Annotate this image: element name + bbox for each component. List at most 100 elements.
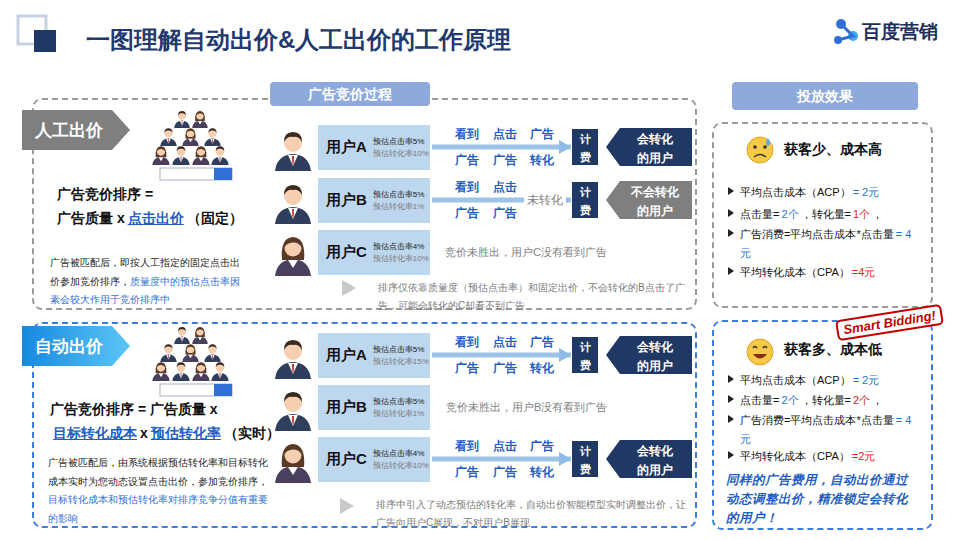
user-type-arrow: 会转化的用户 (606, 336, 692, 374)
text-group: 广告消费=平均点击成本*点击量= 4元 (728, 410, 924, 447)
node-text: 2个 (781, 208, 798, 220)
node-text: 广告竞价排序 = (57, 186, 153, 202)
manual-panel: 广告竞价排序 =广告质量 x点击出价（固定）广告被匹配后，即按人工指定的固定点击… (32, 98, 697, 310)
text-group: 广告质量 x点击出价（固定） (57, 209, 243, 228)
text-group: 人工出价 (35, 119, 103, 142)
user-avatar (275, 132, 311, 171)
section-pill: 广告竞价过程 (270, 82, 430, 106)
title: 一图理解自动出价&人工出价的工作原理 (86, 24, 511, 56)
bullet-marker (728, 187, 734, 195)
node-text: 预估点击率5% (373, 344, 429, 356)
flow-word: 广告 (493, 206, 517, 220)
node-text: 排序中引入了动态预估的转化率，自动出价智能模型实时调整出价，让广告向用户C展现，… (376, 499, 686, 528)
auto-panel: 广告竞价排序 = 广告质量 x目标转化成本x预估转化率（实时）广告被匹配后，由系… (32, 322, 697, 528)
text-group: 点击量=2个，转化量=1个， (728, 204, 924, 223)
crowd-figure (152, 327, 228, 381)
text-group: 预估点击率4%预估转化率10% (373, 448, 429, 472)
text-group: 预估点击率5%预估转化率1% (373, 189, 425, 213)
flow-word: 看到 (455, 439, 479, 453)
shape-fill (606, 181, 692, 219)
search-bar (160, 384, 232, 396)
node-text: 广告竞价排序 = 广告质量 x (50, 401, 218, 417)
node-text: 预估转化率1% (373, 201, 425, 213)
flow-word: 广告 (493, 361, 517, 375)
note-triangle (340, 498, 354, 514)
text-group: 平均点击成本（ACP）= 2元 (728, 370, 924, 389)
text-group: 获客少、成本高 (784, 140, 882, 159)
result-panel: 获客少、成本高平均点击成本（ACP）= 2元点击量=2个，转化量=1个，广告消费… (712, 122, 933, 308)
node-text: 会转化的用户 (637, 444, 673, 477)
bullet-marker (728, 267, 734, 275)
text-group: 用户B (326, 398, 367, 417)
bullet-marker (728, 375, 734, 383)
user-box: 用户B 预估点击率5%预估转化率1% (318, 178, 430, 223)
stamp: Smart Bidding! (835, 304, 944, 342)
node-text: 计费 (580, 133, 591, 163)
node-text: 目标转化成本 (53, 425, 137, 441)
text-group: 预估点击率4%预估转化率10% (373, 241, 429, 265)
shape-fill (606, 336, 692, 374)
flow-arrow (432, 353, 571, 358)
node-text: 用户C (326, 243, 367, 260)
node-text: 预估转化率10% (373, 253, 429, 265)
text-group: 平均转化成本（CPA）=2元 (728, 446, 924, 465)
node-text: 投放效果 (797, 88, 853, 104)
user-box: 用户A 预估点击率5%预估转化率15% (318, 333, 430, 378)
logo-text: 百度营销 (862, 19, 938, 45)
node-text: 计费 (580, 186, 591, 216)
user-avatar (275, 237, 311, 276)
node-text: ， (872, 394, 883, 406)
flow-word: 广告 (455, 361, 479, 375)
flow-word: 转化 (530, 465, 554, 479)
text-group: 用户A (326, 346, 367, 365)
flow-word: 广告 (493, 153, 517, 167)
node-text: （固定） (187, 210, 243, 226)
logo-icon (834, 19, 858, 44)
node-text: 排序仅依靠质量度（预估点击率）和固定出价，不会转化的B点击了广告，可能会转化的C… (378, 282, 685, 311)
user-avatar (275, 185, 311, 224)
mode-tag: 人工出价 (22, 110, 130, 150)
bullet-marker (728, 229, 734, 237)
node-text: 目标转化成本和预估转化率对排序竞争分值有重要的影响 (48, 494, 268, 524)
text-group: 目标转化成本x预估转化率（实时） (50, 424, 280, 443)
node-text: 获客少、成本高 (784, 141, 882, 157)
text-group: 广告竞价排序 = (57, 185, 153, 204)
text-group: 投放效果 (797, 87, 853, 106)
node-text: 用户A (326, 138, 367, 155)
node-text: = 2元 (853, 186, 880, 198)
user-type-arrow: 会转化的用户 (606, 128, 692, 166)
search-bar (160, 168, 232, 180)
node-text: x (140, 425, 148, 441)
flow-note: 未转化 (524, 193, 566, 207)
node-text: 广告质量 x (57, 210, 125, 226)
text-group: 点击量=2个，转化量=2个， (728, 390, 924, 409)
shape-fill (606, 128, 692, 166)
node-text: 平均转化成本（CPA） (740, 266, 850, 278)
node-text: 预估点击率5% (373, 136, 429, 148)
node-text: 用户B (326, 191, 367, 208)
text-group: 会转化的用户 (636, 440, 674, 478)
node-text: 平均转化成本（CPA） (740, 450, 850, 462)
text-group: 预估点击率5%预估转化率1% (373, 396, 425, 420)
sad-face (747, 137, 773, 163)
note-triangle (342, 280, 356, 296)
text-group: 获客多、成本低 (784, 340, 882, 359)
flow-word: 看到 (455, 335, 479, 349)
flow-word: 看到 (455, 127, 479, 141)
user-type-arrow: 会转化的用户 (606, 440, 692, 478)
user-avatar (275, 340, 311, 379)
node-text: 同样的广告费用，自动出价通过动态调整出价，精准锁定会转化的用户！ (726, 473, 908, 525)
node-text: 点击出价 (128, 210, 184, 226)
text-group: 广告消费=平均点击成本*点击量= 4元 (728, 224, 924, 261)
corner-mark (34, 30, 56, 52)
node-text: （实时） (224, 425, 280, 441)
node-text: ， (872, 208, 883, 220)
flow-word: 广告 (455, 206, 479, 220)
user-box: 用户C 预估点击率4%预估转化率10% (318, 230, 430, 275)
node-text: 预估转化率1% (373, 408, 425, 420)
node-text: 预估点击率5% (373, 396, 425, 408)
node-text: 预估转化率15% (373, 356, 429, 368)
node-text: 计费 (580, 341, 591, 371)
flow-arrow (432, 145, 571, 150)
flow-word: 点击 (493, 127, 517, 141)
